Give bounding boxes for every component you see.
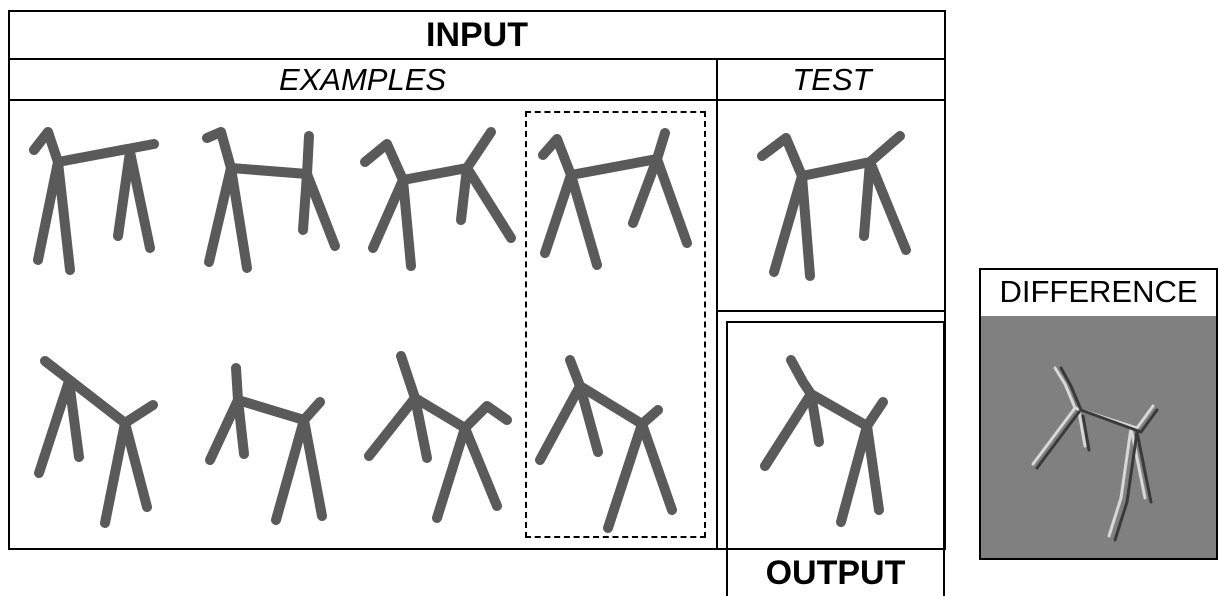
- examples-test-divider: [716, 58, 718, 550]
- output-frame: [726, 321, 945, 596]
- example-figure-3: [360, 127, 516, 271]
- example-figure-8: [535, 355, 677, 533]
- output-divider: [726, 548, 945, 550]
- example-figure-1: [29, 127, 159, 275]
- example-figure-6: [205, 363, 327, 525]
- difference-label: DIFFERENCE: [999, 274, 1198, 309]
- input-title-divider: [8, 58, 946, 60]
- output-label: OUTPUT: [765, 553, 906, 592]
- difference-frame: [979, 268, 1218, 560]
- example-figure-5: [34, 356, 158, 528]
- input-frame: [8, 10, 946, 550]
- examples-header: EXAMPLES: [278, 62, 447, 97]
- output-figure: [760, 355, 888, 527]
- input-title: INPUT: [426, 15, 528, 54]
- example-figure-4: [538, 128, 692, 270]
- highlight-dashed-box: [525, 111, 706, 538]
- test-figure: [757, 131, 911, 281]
- example-figure-2: [202, 127, 340, 273]
- difference-image: [981, 316, 1216, 558]
- test-bottom-border: [716, 310, 946, 312]
- test-header: TEST: [792, 62, 872, 97]
- example-figure-7: [364, 351, 512, 523]
- difference-figure: [1031, 366, 1159, 542]
- header-divider: [8, 99, 946, 101]
